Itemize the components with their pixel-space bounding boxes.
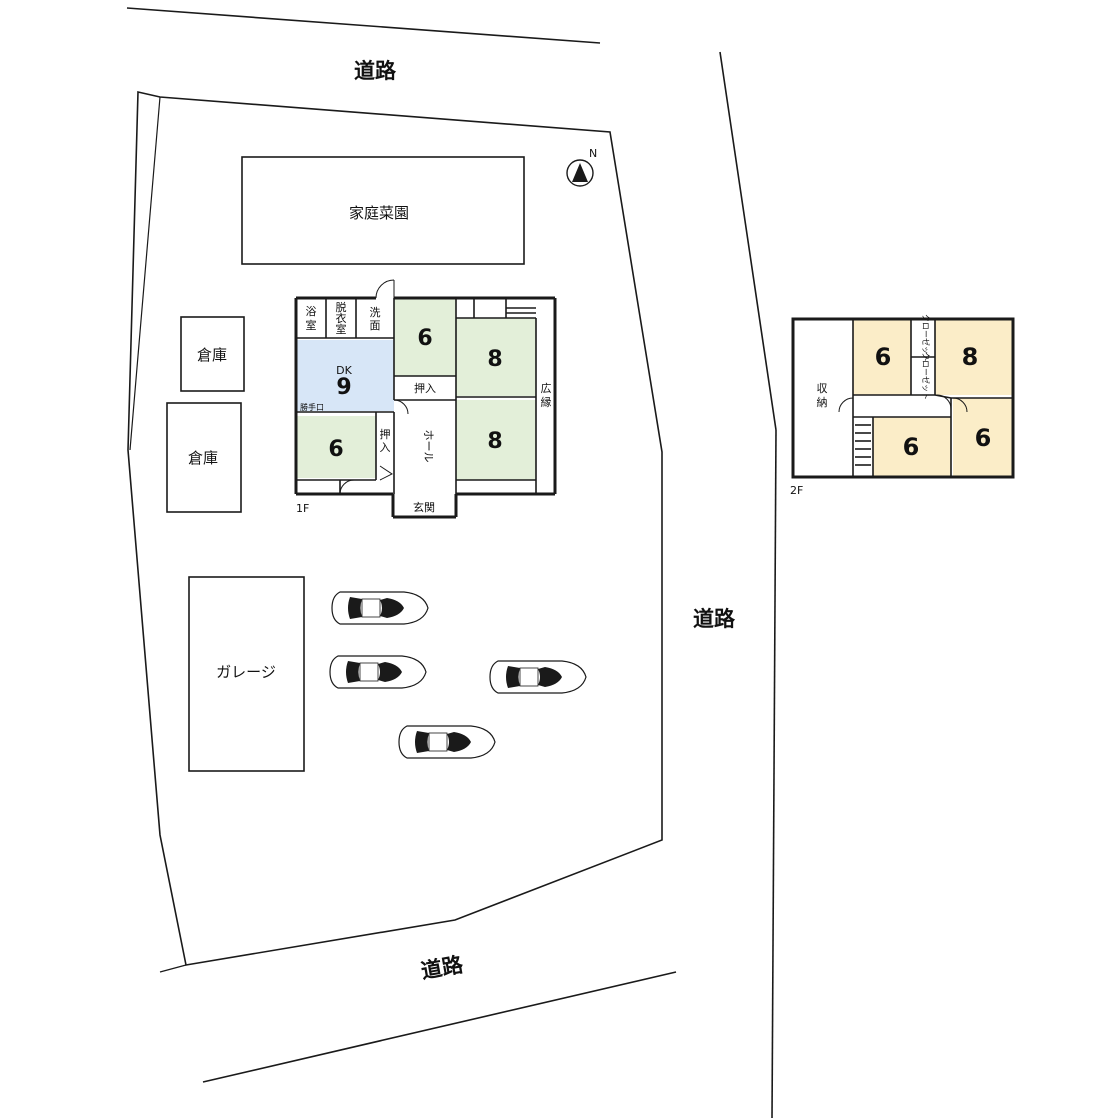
room-2f-6b-size: 6 [903,433,920,461]
floor-1-plan: 浴 室 脱 衣 室 洗 面 6 8 DK 9 押入 広 縁 勝手口 6 押 入 … [294,279,557,519]
engawa-label-1: 広 [541,382,552,395]
room-6a [394,298,456,376]
dk-label: DK [336,364,352,377]
storage-2f-label-1: 収 [817,382,828,395]
car-icon [329,655,427,689]
road-label-bottom: 道路 [419,952,466,983]
room-2f-6c-size: 6 [975,424,992,452]
room-2f-6c [953,398,1013,477]
closet-2-label: クローゼット [921,352,931,400]
room-8b [456,400,536,480]
washroom-label-2: 面 [370,319,381,332]
oshiire-2-label-2: 入 [380,441,391,454]
room-2f-6a-size: 6 [875,343,892,371]
site-inner-edge [129,96,161,451]
compass-label: N [589,147,597,160]
garden-label: 家庭菜園 [349,204,409,222]
car-icon [331,591,429,625]
floor-2-plan: 収 納 6 クローゼット 8 クローゼット 6 6 2F [790,314,1015,497]
compass-icon: N [566,147,597,187]
car-icon [489,660,587,694]
oshiire-1-label: 押入 [414,381,436,395]
garden-area [241,156,525,265]
room-6b-size: 6 [328,437,343,462]
storage-1-label: 倉庫 [197,346,227,364]
road-label-top: 道路 [354,59,397,83]
bath-label-1: 浴 [306,305,317,318]
room-2f-6b [873,417,951,477]
floor-2-label: 2F [790,484,803,497]
back-door-label: 勝手口 [300,402,324,412]
car-icon [398,725,496,759]
floor-1-label: 1F [296,502,309,515]
engawa-label-2: 縁 [541,395,552,409]
road-label-right: 道路 [693,607,736,631]
entrance-label: 玄関 [413,500,435,514]
site-boundary [127,91,663,966]
room-2f-8-size: 8 [962,343,979,371]
garage-label: ガレージ [216,663,276,681]
room-6a-size: 6 [417,326,432,351]
site-corner-edge [159,964,187,973]
bath-label-2: 室 [306,318,317,332]
room-6b [296,416,376,478]
room-2f-8 [935,319,1013,395]
road-lines [126,7,777,1119]
dk-room [296,340,394,411]
closet-1-label: クローゼット [921,314,931,362]
storage-2f-label-2: 納 [817,396,828,409]
dressing-label-3: 室 [336,322,347,336]
dressing-label-2: 衣 [336,311,347,325]
room-8b-size: 8 [487,429,502,454]
dk-size: 9 [336,375,351,400]
garage [188,576,305,772]
washroom-label-1: 洗 [370,306,381,319]
hall-label: ホール [422,430,435,463]
room-8a [456,318,536,396]
room-8a-size: 8 [487,347,502,372]
storage-2 [166,402,242,513]
oshiire-2-label-1: 押 [380,427,391,441]
dressing-label-1: 脱 [336,300,347,314]
room-2f-6a [853,319,911,395]
storage-1 [180,316,245,392]
storage-2-label: 倉庫 [188,449,218,467]
